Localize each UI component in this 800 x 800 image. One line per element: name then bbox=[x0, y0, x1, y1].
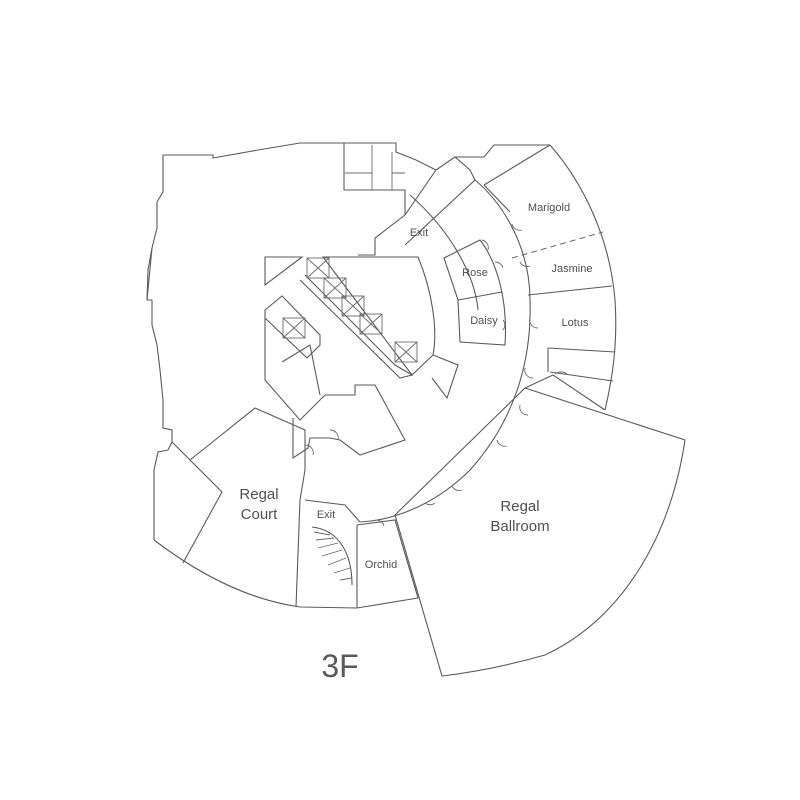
regal-court-room bbox=[171, 407, 306, 608]
room-label-jasmine: Jasmine bbox=[552, 263, 593, 275]
room-label-regal-ballroom-line1: Regal bbox=[500, 498, 539, 515]
room-label-regal-court-line1: Regal bbox=[239, 486, 278, 503]
room-label-marigold: Marigold bbox=[528, 202, 570, 214]
outer-building-walls bbox=[146, 142, 419, 609]
exit-label-north: Exit bbox=[410, 227, 428, 239]
north-service-rooms bbox=[343, 142, 437, 216]
exit-label-south: Exit bbox=[317, 509, 335, 521]
room-label-regal-court-line2: Court bbox=[241, 506, 279, 523]
room-label-regal-ballroom-line2: Ballroom bbox=[490, 518, 549, 535]
room-label-lotus: Lotus bbox=[562, 317, 589, 329]
ring-corridor bbox=[359, 179, 531, 523]
room-label-rose: Rose bbox=[462, 267, 488, 279]
room-label-daisy: Daisy bbox=[470, 315, 498, 327]
rose-daisy-rooms bbox=[443, 239, 507, 346]
south-exit-stair bbox=[304, 499, 361, 608]
exit-north-area bbox=[358, 156, 476, 256]
floor-label: 3F bbox=[321, 648, 358, 684]
door-swings bbox=[304, 223, 568, 527]
central-core bbox=[264, 256, 459, 460]
room-label-orchid: Orchid bbox=[365, 559, 397, 571]
east-wing-walls bbox=[455, 144, 617, 411]
orchid-room bbox=[356, 519, 419, 599]
regal-ballroom-room bbox=[394, 374, 686, 677]
